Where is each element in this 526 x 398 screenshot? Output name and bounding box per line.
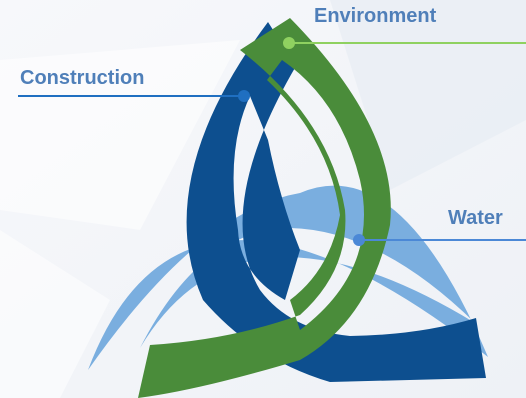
background-facet xyxy=(0,230,110,398)
background-facet xyxy=(330,0,526,190)
environment-leader-dot xyxy=(283,37,295,49)
construction-ring xyxy=(186,22,486,382)
water-label: Water xyxy=(448,207,503,229)
construction-label: Construction xyxy=(20,67,145,89)
environment-label: Environment xyxy=(314,5,437,27)
environment-ring xyxy=(138,18,391,398)
background-facet xyxy=(0,40,240,230)
water-leader-dot xyxy=(353,234,365,246)
construction-leader-dot xyxy=(238,90,250,102)
